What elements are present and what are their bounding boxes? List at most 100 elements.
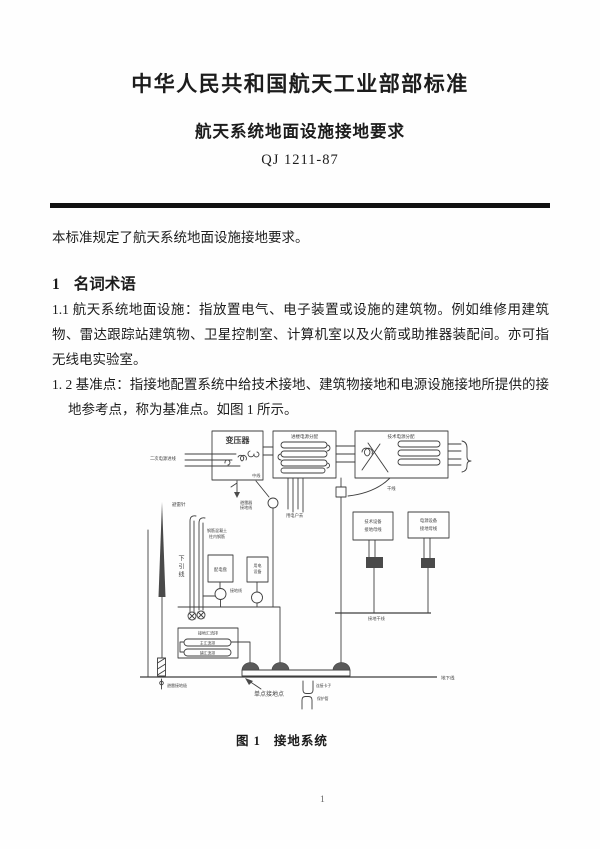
to-users-label: 用电户去	[286, 512, 304, 519]
bus-links	[277, 444, 331, 469]
coil-icon	[237, 454, 247, 462]
section-1-body: 1.1 航天系统地面设施：指放置电气、电子装置或设施的建筑物。例如维修用建筑物、…	[52, 297, 549, 422]
figure-caption: 图 1 接地系统	[236, 730, 328, 749]
rebar-foot-icon	[196, 610, 206, 620]
neutral-drop	[230, 480, 238, 493]
busbar-title: 接地汇流排	[198, 630, 218, 636]
busbar-aux-label: 辅汇流排	[200, 651, 215, 656]
paragraph-1-2: 1. 2 基准点：指接地配置系统中给技术接地、建筑物接地和电源设施接地所提供的接…	[52, 377, 549, 417]
bus-bar	[397, 440, 441, 448]
dist-panel-label: 配电盘	[214, 566, 228, 573]
bus-bar	[280, 450, 328, 458]
room-ground-line	[177, 606, 281, 667]
equipment-box	[246, 556, 269, 583]
rod-electrode-label: 避雷接地极	[167, 682, 187, 688]
down-lead-label: 下引线	[177, 555, 184, 579]
ground-mound-icon	[241, 662, 260, 671]
section-1-title: 名词术语	[73, 276, 136, 293]
equipment-label-1: 用电	[254, 562, 262, 568]
figure-number: 图 1	[236, 734, 261, 748]
arrow-down-icon	[234, 492, 240, 498]
lightning-rod-icon	[158, 502, 166, 597]
isolator-icon	[335, 486, 347, 498]
transformer-label: 变压器	[226, 435, 251, 445]
building-dist-box	[272, 430, 337, 479]
grounding-system-diagram: 变压器 二次电源进线 进楼电源分配 用电户去 技术电源分配 照明 动力 干线 中…	[140, 430, 472, 710]
trunk-label: 干线	[387, 485, 396, 492]
bus-bar	[280, 459, 328, 467]
equipment-ground-drops	[373, 567, 429, 614]
busbar-main-label: 主汇流排	[200, 641, 215, 646]
paragraph-1-1: 1.1 航天系统地面设施：指放置电气、电子装置或设施的建筑物。例如维修用建筑物、…	[52, 302, 549, 367]
earth-electrode-icon	[157, 657, 166, 677]
coil-icon	[224, 459, 231, 466]
arrester-label-1: 避雷器	[240, 499, 252, 505]
lightning-rod-label: 避雷针	[172, 501, 186, 508]
tech-dist-label: 技术电源分配	[388, 433, 415, 440]
sleeve-label: 保护管	[317, 696, 329, 701]
power-equipment-box	[407, 511, 450, 539]
transformer-box	[211, 430, 264, 481]
bus-bar	[397, 458, 441, 466]
equipment-legs	[368, 537, 431, 559]
incoming-power-lines	[184, 453, 241, 467]
brace-icon	[461, 440, 472, 473]
electrode-clamp-icon	[159, 680, 164, 686]
rebar-foot-hatch	[188, 612, 196, 620]
neutral-label: 中线	[252, 472, 261, 479]
ground-trunk-label: 接地干线	[368, 615, 386, 622]
coil-icon	[361, 447, 373, 457]
ground-plinth	[241, 669, 351, 677]
feeder-lines	[287, 477, 304, 513]
arrester-lead	[255, 480, 270, 498]
tech-dist-box	[354, 430, 449, 479]
trunk-curve	[347, 477, 391, 497]
dist-to-tech-lines	[335, 445, 356, 463]
standard-code: QJ 1211-87	[261, 152, 339, 168]
tech-output-lines	[447, 443, 462, 466]
rebar-foot-hatch	[197, 611, 205, 619]
header-rule	[50, 203, 550, 208]
single-point-label: 单点接地点	[254, 690, 284, 698]
busbar-main	[183, 638, 232, 647]
bond-point-icon	[251, 591, 263, 604]
power-equipment-label-2: 接地母线	[420, 525, 438, 532]
busbar-aux	[183, 648, 232, 657]
pedestal-icon	[421, 558, 435, 568]
bus-bar	[280, 441, 328, 449]
dist-panel-box	[207, 554, 234, 583]
arrow-icon	[245, 678, 253, 685]
underground-label: 地下线	[441, 675, 455, 682]
clamp-u-icon	[302, 680, 314, 694]
wiring-lines	[361, 442, 389, 473]
bond-point-icon	[214, 588, 227, 600]
transformer-to-dist-lines	[262, 446, 274, 456]
standard-subtitle: 航天系统地面设施接地要求	[195, 122, 405, 141]
busbar-box	[177, 627, 239, 659]
rebar-foot-icon	[187, 611, 197, 621]
busbar-link	[179, 641, 185, 653]
arrester-icon	[267, 497, 279, 509]
equipment-label-2: 设备	[254, 568, 262, 574]
rebar-label-2: 柱内钢筋	[209, 533, 225, 539]
tech-equipment-label-1: 技术设备	[364, 518, 382, 525]
electrode-hatch	[157, 657, 166, 676]
ground-wire-label: 接地线	[230, 587, 242, 593]
power-equipment-label-1: 电源设备	[420, 517, 438, 524]
figure-title: 接地系统	[273, 734, 328, 748]
standard-title: 中华人民共和国航天工业部部标准	[131, 72, 469, 96]
rebar-column	[198, 517, 206, 611]
incoming-line-label: 二次电源进线	[150, 455, 176, 462]
clamp-label: 连接卡子	[316, 683, 331, 688]
section-1-heading: 1 名词术语	[52, 272, 136, 294]
tech-equipment-box	[352, 511, 394, 541]
ground-mound-icon	[332, 662, 351, 671]
section-1-number: 1	[52, 276, 60, 293]
busbar-ground-wire	[230, 641, 251, 667]
bus-bar	[280, 467, 326, 474]
page-number: 1	[320, 795, 325, 805]
coil-icon	[247, 450, 260, 458]
rebar-label-1: 钢筋混凝土	[207, 527, 227, 533]
scope-paragraph: 本标准规定了航天系统地面设施接地要求。	[52, 230, 309, 245]
